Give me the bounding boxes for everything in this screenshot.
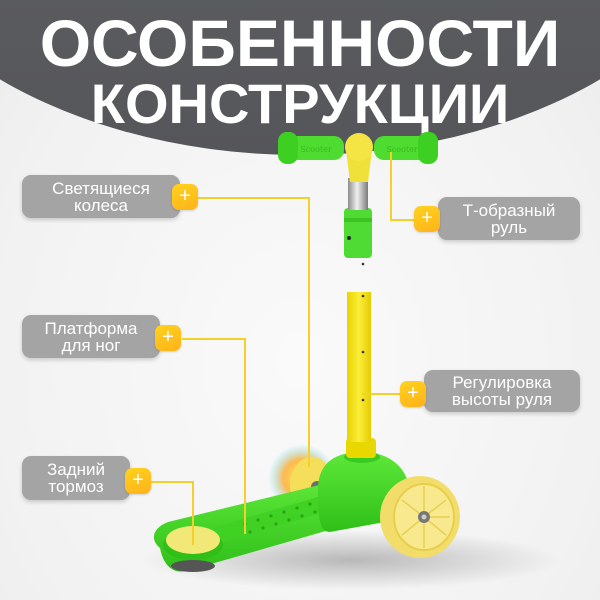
plus-icon[interactable]: +	[172, 184, 198, 210]
connector-brake-v	[192, 481, 194, 545]
callout-brake-line1: Задний	[46, 460, 106, 479]
connector-platform-v	[244, 338, 246, 534]
connector-platform-h	[182, 338, 246, 340]
connector-handlebar-v	[390, 152, 392, 220]
title-line-1: ОСОБЕННОСТИ	[39, 6, 561, 80]
plus-icon[interactable]: +	[125, 468, 151, 494]
callout-lights-line2: колеса	[73, 195, 129, 215]
grip-text-right: Scooter	[386, 145, 418, 154]
callout-platform: Платформа для ног	[22, 315, 160, 358]
plus-icon[interactable]: +	[400, 381, 426, 407]
connector-lights-v	[308, 197, 310, 467]
callout-height-line2: высоты руля	[451, 390, 553, 409]
connector-brake-h	[150, 481, 194, 483]
connector-handlebar-h	[390, 219, 416, 221]
plus-icon[interactable]: +	[414, 206, 440, 232]
connector-lights-h	[198, 197, 310, 199]
plus-icon[interactable]: +	[155, 325, 181, 351]
callout-height: Регулировка высоты руля	[424, 370, 580, 412]
callout-lights-line1: Светящиеся	[52, 178, 150, 198]
callout-handlebar-line2: руль	[490, 217, 528, 237]
callout-platform-line1: Платформа	[44, 318, 138, 338]
title-line-2: КОНСТРУКЦИИ	[90, 72, 510, 135]
callout-lights: Светящиеся колеса	[22, 175, 180, 218]
callout-platform-line2: для ног	[61, 335, 121, 355]
callout-handlebar-line1: Т-образный	[462, 200, 556, 220]
callout-brake-line2: тормоз	[48, 477, 104, 496]
connector-height-h	[362, 393, 402, 395]
grip-text-left: Scooter	[300, 145, 332, 154]
callout-handlebar: Т-образный руль	[438, 197, 580, 240]
callout-height-line1: Регулировка	[452, 373, 552, 392]
callout-brake: Задний тормоз	[22, 456, 130, 500]
